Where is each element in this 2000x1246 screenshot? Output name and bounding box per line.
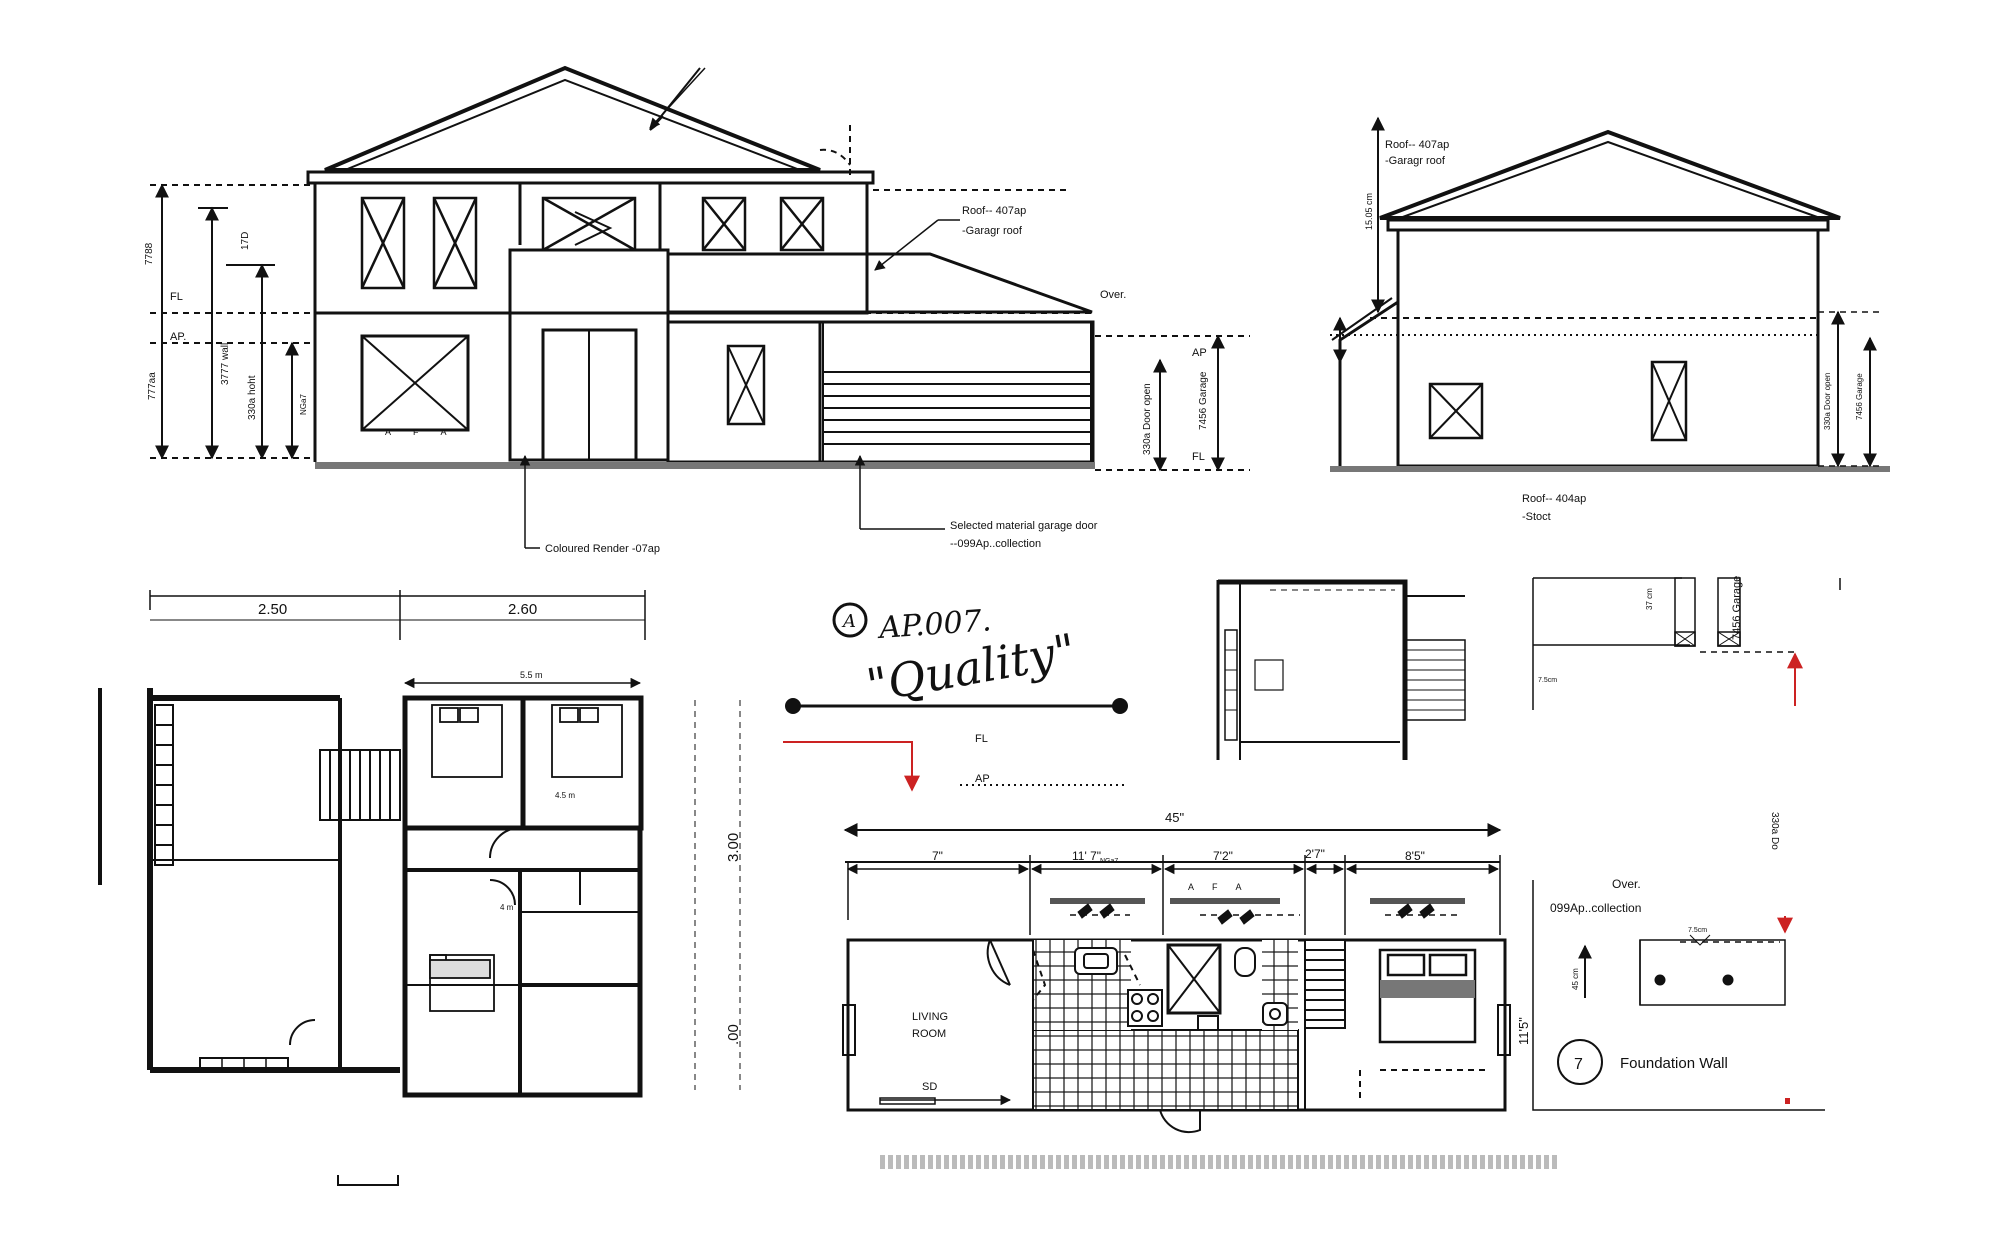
left-shelving — [154, 704, 174, 866]
detail-h37: 37 cm — [1645, 588, 1654, 610]
dim-8-5: 8'5" — [1405, 849, 1425, 863]
dim-ngat: NGa7 — [299, 394, 308, 415]
side-garage-dim: 7456 Garage — [1855, 373, 1864, 420]
note-badge-circle — [832, 602, 868, 638]
door-open-dim: 330a Door open — [1142, 383, 1153, 455]
side-bottom-note-1: Roof-- 404ap — [1522, 493, 1586, 505]
dim-7774: 777aa — [147, 372, 158, 400]
dim-3777: 3777 wall — [220, 343, 231, 385]
front-elevation-labels: FL AP. 7788 777aa 3777 wall 17D 330a hoh… — [144, 205, 1209, 555]
fl-right: FL — [1192, 451, 1205, 463]
side-roof-note-1: Roof-- 407ap — [1385, 139, 1449, 151]
room-label: ROOM — [912, 1028, 946, 1040]
foundation-wall-label: Foundation Wall — [1620, 1055, 1728, 1072]
detail-collection: 099Ap..collection — [1550, 901, 1641, 915]
dim-7-2: 7'2" — [1213, 849, 1233, 863]
dim-3-00: 3.00 — [725, 833, 742, 862]
dim-5-5m: 5.5 m — [520, 670, 543, 680]
dim-2-7: 2'7" — [1305, 847, 1325, 861]
unit-plan — [842, 823, 1560, 1169]
stairs — [319, 749, 401, 821]
handwritten-note: A AP.007. "Quality" FL AP — [783, 602, 1128, 792]
detail-garage: 7456 Garage — [1731, 576, 1743, 640]
detail-right-labels: 7456 Garage 37 cm 7.5cm 330a Do Over. 09… — [1538, 576, 1780, 1073]
living-label: LIVING — [912, 1011, 948, 1023]
room-4m: 4 m — [500, 903, 514, 912]
detail-number-circle — [1557, 1039, 1603, 1085]
detail-over: Over. — [1612, 877, 1641, 891]
garage-wall — [666, 320, 1095, 464]
label-fl: FL — [170, 291, 183, 303]
note-code: AP.007. — [875, 603, 992, 646]
side-elevation-labels: Roof-- 407ap -Garagr roof 15.05 cm Roof-… — [1364, 139, 1864, 523]
garage-dim: 7456 Garage — [1198, 371, 1209, 430]
dim-afa: A F A — [1188, 882, 1250, 892]
upper-windows — [360, 196, 825, 290]
dim-17d: 17D — [240, 232, 251, 250]
front-elevation — [150, 65, 1250, 549]
side-roof — [1379, 129, 1841, 220]
floor-plan-labels: 2.50 2.60 5.5 m 3.00 .00 4.5 m 4 m — [258, 601, 742, 1045]
dim-00: .00 — [725, 1024, 742, 1045]
dim-11-5: 11'5" — [1516, 1017, 1531, 1045]
tile-floor — [1032, 1029, 1299, 1111]
side-roof-note-2: -Garagr roof — [1385, 155, 1446, 167]
label-ap: AP. — [170, 331, 186, 343]
bathroom-fixtures — [1234, 939, 1346, 1029]
bedroom-top-left — [402, 695, 526, 831]
garage-door-note-1: Selected material garage door — [950, 520, 1098, 532]
dim-330: 330a hoht — [247, 375, 258, 420]
bedroom-top-right — [520, 695, 644, 831]
dim-11-7: 11' 7" — [1072, 849, 1101, 863]
room-4-5m: 4.5 m — [555, 791, 575, 800]
side-wall — [1396, 228, 1820, 468]
side-bottom-note-2: -Stoct — [1522, 511, 1551, 523]
ap-right: AP — [1192, 347, 1207, 359]
detail-number: 7 — [1574, 1056, 1583, 1073]
unit-bed — [1378, 948, 1477, 1044]
dim-2-60: 2.60 — [508, 601, 537, 618]
detail-right — [1532, 577, 1841, 1111]
over-note: Over. — [1100, 289, 1126, 301]
dim-7788: 7788 — [144, 242, 155, 265]
note-badge: A — [841, 611, 856, 632]
ground-line — [315, 462, 1095, 469]
roof-note-1: Roof-- 407ap — [962, 205, 1026, 217]
detail-h45: 45 cm — [1571, 968, 1580, 990]
detail-w75b: 7.5cm — [1688, 927, 1707, 934]
dim-7: 7" — [932, 849, 943, 863]
garage-door — [822, 321, 1092, 463]
detail-w75: 7.5cm — [1538, 677, 1557, 684]
dim-11-7-sub: NGa7 — [1100, 858, 1118, 865]
ceiling-lights — [1050, 898, 1465, 925]
window-note: A F A — [385, 427, 457, 437]
small-plan — [1216, 579, 1466, 760]
dim-total: 45" — [1165, 810, 1184, 825]
sd-label: SD — [922, 1081, 937, 1093]
beds — [429, 704, 623, 1012]
roof-eave — [306, 170, 875, 185]
side-door-open: 330a Door open — [1823, 373, 1832, 430]
unit-plan-labels: 45" 7" 11' 7" NGa7 7'2" A F A 2'7" 8'5" … — [912, 810, 1531, 1093]
dim-2-50: 2.50 — [258, 601, 287, 618]
roof-note-2: -Garagr roof — [962, 225, 1023, 237]
main-roof — [324, 65, 821, 172]
side-height-dim: 15.05 cm — [1364, 193, 1374, 230]
side-elevation — [1330, 116, 1890, 472]
kitchen-fixtures — [1074, 943, 1222, 1031]
garage-door-note-2: --099Ap..collection — [950, 538, 1041, 550]
floor-plan — [98, 590, 741, 1186]
key-fl: FL — [975, 733, 988, 745]
garage-roof — [666, 252, 1093, 314]
key-ap: AP — [975, 773, 990, 785]
render-note: Coloured Render -07ap — [545, 543, 660, 555]
detail-door-cut: 330a Do — [1769, 812, 1780, 850]
